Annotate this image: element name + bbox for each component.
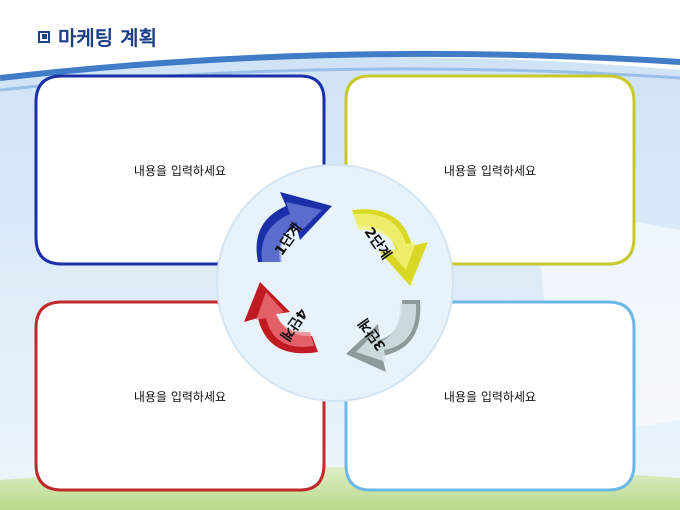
box-2-text[interactable]: 내용을 입력하세요 bbox=[443, 164, 537, 178]
page-title-text: 마케팅 계획 bbox=[58, 26, 157, 50]
box-3-text[interactable]: 내용을 입력하세요 bbox=[133, 390, 227, 404]
step-4-arrow bbox=[244, 282, 318, 354]
box-4-text[interactable]: 내용을 입력하세요 bbox=[443, 390, 537, 404]
page-title: 마케팅 계획 bbox=[38, 22, 157, 51]
step-2-arrow bbox=[352, 209, 428, 286]
step-3-arrow bbox=[346, 300, 421, 372]
center-circle bbox=[216, 164, 454, 402]
step-1-arrow bbox=[256, 192, 332, 262]
box-1-text[interactable]: 내용을 입력하세요 bbox=[133, 164, 227, 178]
square-bullet-icon bbox=[38, 30, 50, 43]
